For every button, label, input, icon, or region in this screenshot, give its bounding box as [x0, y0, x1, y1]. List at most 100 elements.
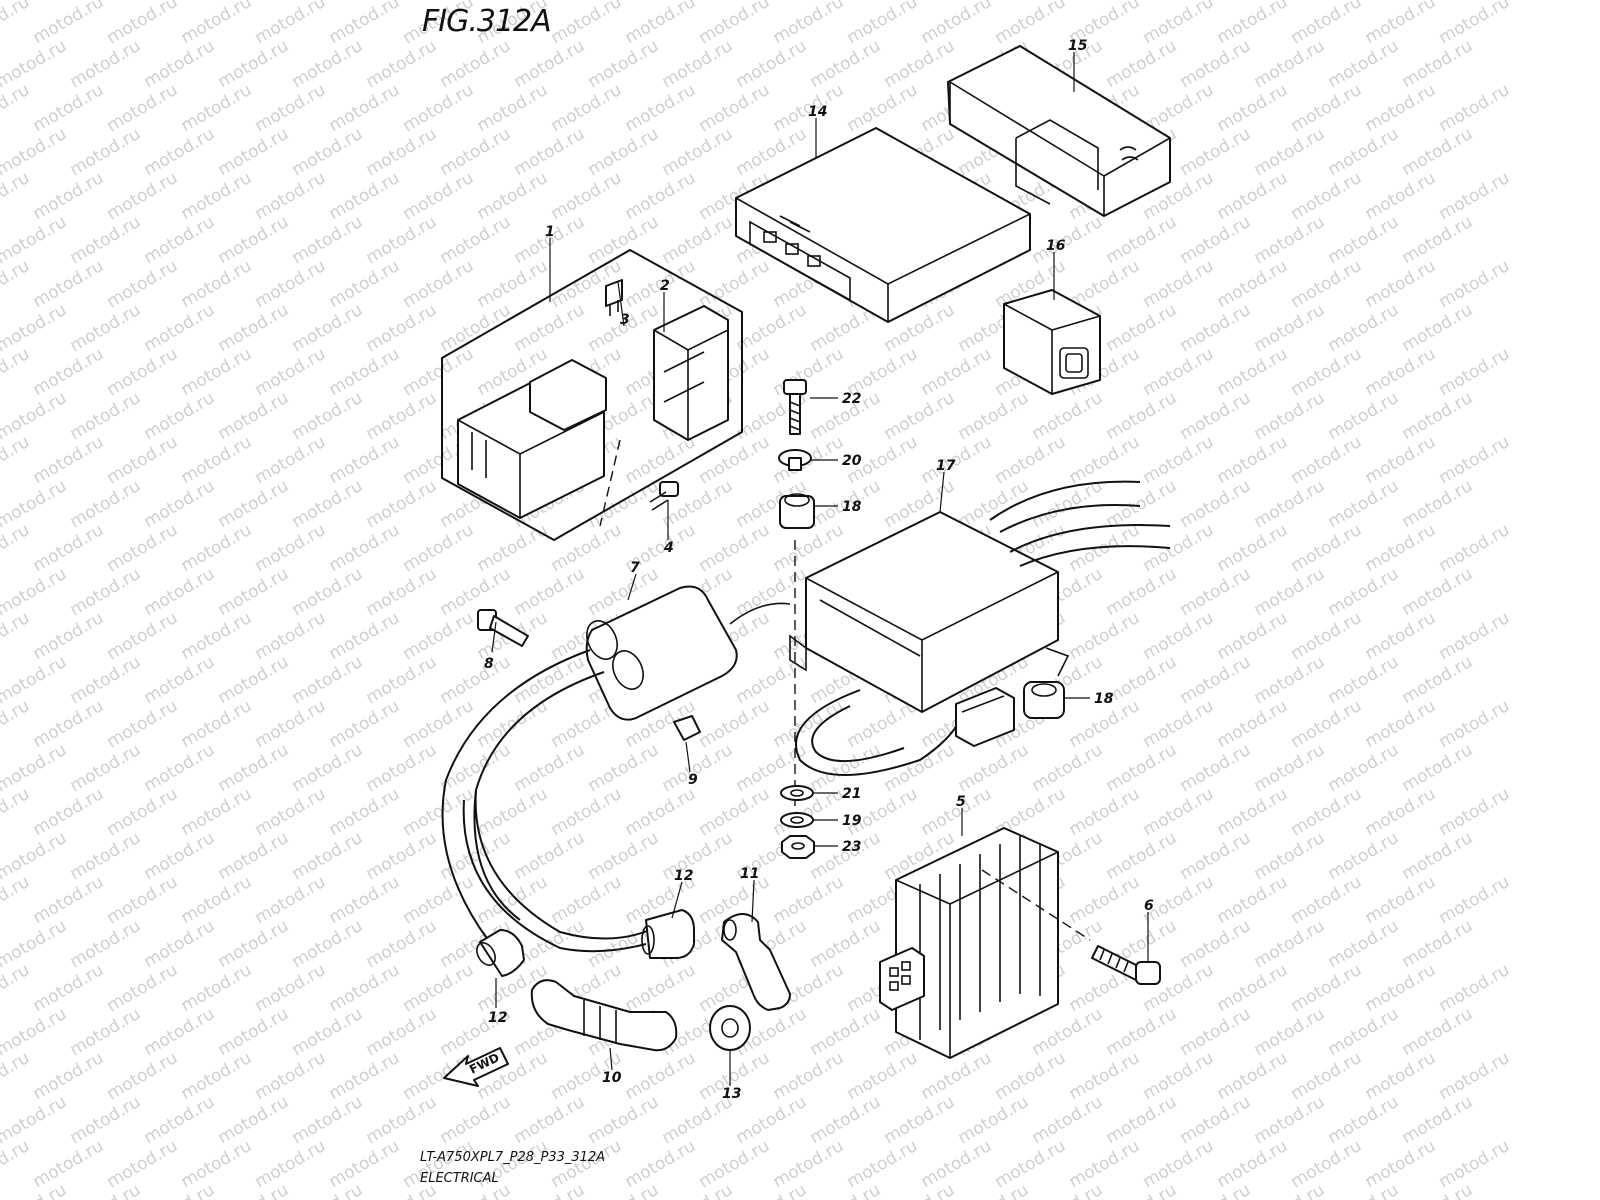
watermark-text: motod.ru [252, 256, 330, 312]
callout-15: 15 [1068, 38, 1088, 54]
watermark-text: motod.ru [807, 1180, 885, 1200]
part-15-bracket[interactable] [947, 45, 1171, 217]
watermark-text: motod.ru [1214, 168, 1292, 224]
part-11-plug-cap[interactable] [721, 913, 791, 1011]
watermark-text: motod.ru [1399, 1092, 1477, 1148]
watermark-text: motod.ru [659, 1180, 737, 1200]
watermark-text: motod.ru [0, 300, 70, 356]
watermark-text: motod.ru [326, 960, 404, 1016]
watermark-text: motod.ru [104, 872, 182, 928]
watermark-text: motod.ru [178, 168, 256, 224]
part-12-plug-cap-right[interactable] [641, 909, 695, 959]
watermark-text: motod.ru [1140, 696, 1218, 752]
watermark-text: motod.ru [1214, 1048, 1292, 1104]
watermark-text: motod.ru [326, 520, 404, 576]
watermark-text: motod.ru [141, 124, 219, 180]
figure-title: FIG.312A [422, 4, 552, 39]
watermark-text: motod.ru [1288, 960, 1366, 1016]
part-12-plug-cap-left[interactable] [473, 929, 525, 977]
watermark-text: motod.ru [252, 1048, 330, 1104]
watermark-text: motod.ru [807, 916, 885, 972]
watermark-text: motod.ru [1362, 784, 1440, 840]
watermark-text: motod.ru [141, 388, 219, 444]
part-23-nut[interactable] [781, 835, 815, 859]
watermark-text: motod.ru [215, 1092, 293, 1148]
watermark-text: motod.ru [511, 740, 589, 796]
part-21-washer[interactable] [780, 785, 814, 801]
watermark-text: motod.ru [0, 212, 70, 268]
watermark-text: motod.ru [1177, 916, 1255, 972]
watermark-text: motod.ru [0, 916, 70, 972]
watermark-text: motod.ru [67, 124, 145, 180]
watermark-text: motod.ru [622, 1136, 700, 1192]
watermark-text: motod.ru [1362, 432, 1440, 488]
watermark-text: motod.ru [1325, 1092, 1403, 1148]
watermark-text: motod.ru [918, 1136, 996, 1192]
watermark-text: motod.ru [289, 916, 367, 972]
watermark-text: motod.ru [585, 1092, 663, 1148]
watermark-text: motod.ru [104, 960, 182, 1016]
watermark-text: motod.ru [437, 212, 515, 268]
watermark-text: motod.ru [326, 1136, 404, 1192]
part-17-control-unit[interactable] [789, 480, 1171, 776]
watermark-text: motod.ru [30, 696, 108, 752]
watermark-text: motod.ru [733, 652, 811, 708]
watermark-text: motod.ru [548, 0, 626, 48]
watermark-text: motod.ru [363, 476, 441, 532]
watermark-text: motod.ru [141, 212, 219, 268]
part-18-grommet-lower[interactable] [1023, 681, 1065, 719]
watermark-text: motod.ru [1029, 388, 1107, 444]
watermark-text: motod.ru [215, 36, 293, 92]
watermark-text: motod.ru [400, 344, 478, 400]
part-6-bolt[interactable] [1091, 945, 1161, 985]
part-9-cap[interactable] [673, 715, 701, 741]
watermark-text: motod.ru [178, 960, 256, 1016]
watermark-text: motod.ru [0, 740, 70, 796]
watermark-text: motod.ru [1066, 872, 1144, 928]
part-20-collar[interactable] [778, 449, 812, 471]
part-13-grommet[interactable] [709, 1005, 751, 1051]
part-22-bolt[interactable] [783, 379, 807, 435]
watermark-text: motod.ru [511, 300, 589, 356]
watermark-text: motod.ru [1177, 36, 1255, 92]
part-8-bolt[interactable] [477, 609, 529, 647]
leader-lines [491, 52, 1149, 1086]
watermark-text: motod.ru [215, 828, 293, 884]
part-4-bolt[interactable] [649, 481, 679, 511]
watermark-text: motod.ru [215, 1180, 293, 1200]
watermark-text: motod.ru [1140, 608, 1218, 664]
watermark-text: motod.ru [326, 80, 404, 136]
watermark-text: motod.ru [474, 256, 552, 312]
watermark-text: motod.ru [30, 1048, 108, 1104]
watermark-text: motod.ru [1436, 80, 1514, 136]
watermark-text: motod.ru [1325, 124, 1403, 180]
part-14-ecm[interactable] [735, 127, 1031, 323]
watermark-text: motod.ru [1325, 916, 1403, 972]
part-16-connector[interactable] [1003, 289, 1101, 395]
callout-1: 1 [545, 224, 555, 240]
watermark-text: motod.ru [1103, 36, 1181, 92]
part-1-starter-relay-group[interactable] [441, 249, 743, 541]
watermark-text: motod.ru [1140, 256, 1218, 312]
watermark-text: motod.ru [252, 168, 330, 224]
part-10-plug-cap[interactable] [530, 979, 678, 1052]
part-18-grommet-upper[interactable] [779, 493, 815, 529]
watermark-text: motod.ru [1103, 388, 1181, 444]
watermark-text: motod.ru [1251, 388, 1329, 444]
watermark-text: motod.ru [400, 256, 478, 312]
part-19-washer[interactable] [780, 812, 814, 828]
watermark-text: motod.ru [1399, 1004, 1477, 1060]
part-7-ignition-coil[interactable] [581, 585, 791, 721]
part-5-regulator[interactable] [879, 827, 1091, 1059]
watermark-text: motod.ru [474, 784, 552, 840]
watermark-text: motod.ru [992, 432, 1070, 488]
watermark-text: motod.ru [1362, 1136, 1440, 1192]
watermark-text: motod.ru [1362, 1048, 1440, 1104]
watermark-text: motod.ru [622, 1048, 700, 1104]
watermark-text: motod.ru [881, 1092, 959, 1148]
watermark-text: motod.ru [30, 344, 108, 400]
watermark-text: motod.ru [1103, 740, 1181, 796]
watermark-text: motod.ru [1251, 300, 1329, 356]
watermark-text: motod.ru [585, 1180, 663, 1200]
watermark-text: motod.ru [289, 36, 367, 92]
